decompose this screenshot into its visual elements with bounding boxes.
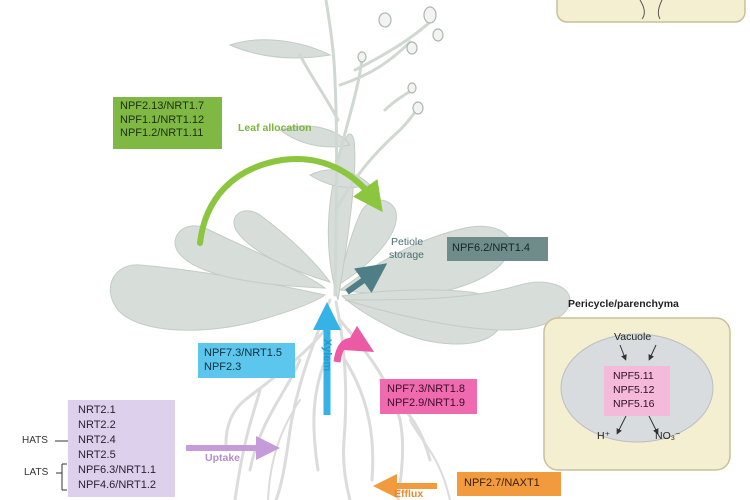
transporter-label: NPF1.2/NRT1.11 <box>120 127 204 139</box>
stems <box>298 0 432 297</box>
efflux-label: Efflux <box>394 488 424 500</box>
leaf-allocation-transporter-box: NPF2.13/NRT1.7 NPF1.1/NRT1.12 NPF1.2/NRT… <box>113 97 222 149</box>
leaf-allocation-arrow <box>197 156 383 246</box>
flower-buds <box>357 6 444 115</box>
transporter-label: NPF2.7/NAXT1 <box>464 477 540 489</box>
transporter-label: NRT2.2 <box>78 419 116 431</box>
uptake-label: Uptake <box>205 452 241 464</box>
transporter-label: NPF7.3/NRT1.5 <box>204 347 283 359</box>
root-reload-arrow <box>333 325 375 363</box>
transporter-label: NPF6.2/NRT1.4 <box>452 242 531 254</box>
root-reload-transporter-box: NPF7.3/NRT1.8 NPF2.9/NRT1.9 <box>380 379 477 414</box>
efflux-transporter-box: NPF2.7/NAXT1 <box>457 472 561 496</box>
petiole-storage-transporter-box: NPF6.2/NRT1.4 <box>447 237 548 261</box>
cropped-panel-top-right <box>556 0 746 23</box>
vacuole-transporter-box: NPF5.11 NPF5.12 NPF5.16 <box>604 366 670 416</box>
transporter-label: NRT2.1 <box>78 404 116 416</box>
xylem-label: Xylem <box>321 338 333 372</box>
nitrate-label: NO₃⁻ <box>655 430 681 442</box>
transporter-label: NPF2.3 <box>204 360 242 373</box>
transporter-label: NPF5.12 <box>613 384 655 396</box>
vacuole-label: Vacuole <box>614 331 652 343</box>
proton-label: H⁺ <box>597 430 611 442</box>
petiole-storage-arrow <box>345 263 388 295</box>
transporter-label: NRT2.5 <box>78 449 116 461</box>
transporter-label: NPF5.11 <box>613 370 654 382</box>
pericycle-panel-title: Pericycle/parenchyma <box>568 298 679 310</box>
petiole-storage-label-line1: Petiole <box>391 236 424 248</box>
transporter-label: NPF2.13/NRT1.7 <box>120 100 205 112</box>
transporter-label: NPF2.9/NRT1.9 <box>387 396 466 409</box>
transporter-label: NRT2.4 <box>78 434 116 446</box>
transporter-label: NPF4.6/NRT1.2 <box>78 479 157 491</box>
transporter-label: NPF5.16 <box>613 398 655 410</box>
uptake-transporter-box: NRT2.1 NRT2.2 NRT2.4 NRT2.5 NPF6.3/NRT1.… <box>68 400 175 497</box>
transporter-label: NPF1.1/NRT1.12 <box>120 113 205 126</box>
petiole-storage-label-line2: storage <box>389 249 425 261</box>
leaf-allocation-label: Leaf allocation <box>238 122 312 134</box>
transporter-label: NPF6.3/NRT1.1 <box>78 464 157 476</box>
lats-bracket <box>56 463 67 491</box>
xylem-transporter-box: NPF7.3/NRT1.5 NPF2.3 <box>198 343 295 378</box>
transporter-label: NPF7.3/NRT1.8 <box>387 383 466 395</box>
lats-label: LATS <box>24 467 49 478</box>
hats-label: HATS <box>22 435 48 446</box>
